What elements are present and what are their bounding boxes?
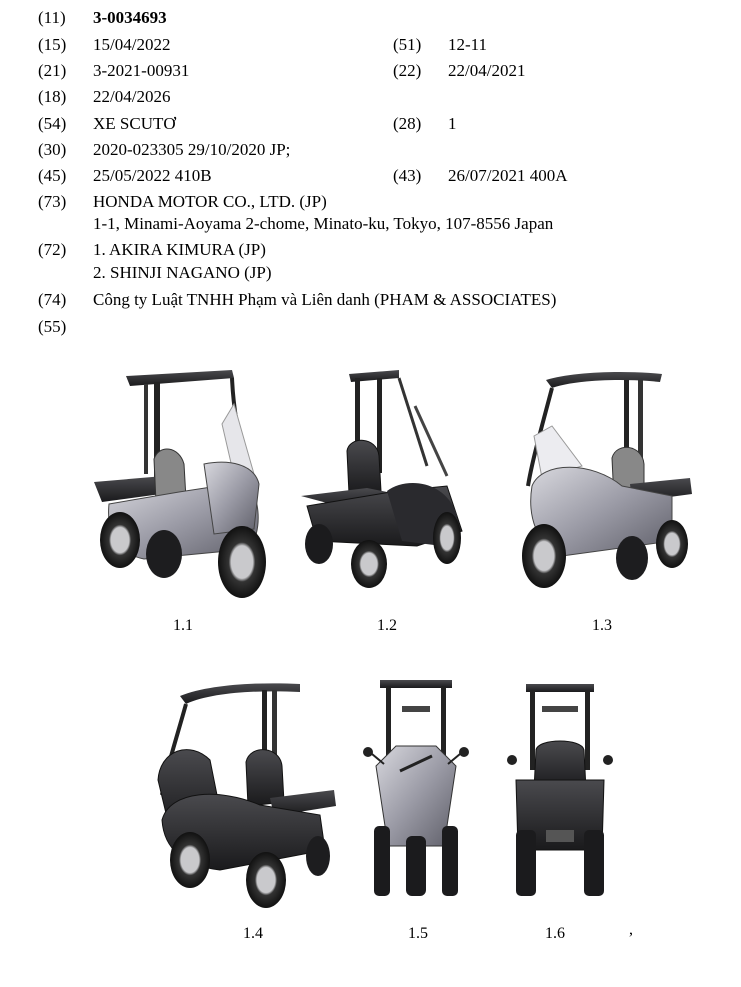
registration-number: 3-0034693 bbox=[93, 8, 167, 27]
figure-1-2-caption: 1.2 bbox=[377, 617, 397, 634]
filing-date: 22/04/2021 bbox=[448, 61, 526, 80]
field-code-74: (74) bbox=[38, 290, 67, 309]
field-code-55: (55) bbox=[38, 317, 67, 336]
field-code-45: (45) bbox=[38, 166, 67, 185]
field-code-73: (73) bbox=[38, 192, 67, 211]
figure-1-4-drawing bbox=[157, 683, 336, 908]
author-1: 1. AKIRA KIMURA (JP) bbox=[93, 240, 266, 259]
field-code-11: (11) bbox=[38, 8, 66, 27]
design-title: XE SCUTƠ bbox=[93, 114, 176, 133]
owner-name: HONDA MOTOR CO., LTD. (JP) bbox=[93, 192, 327, 211]
figure-1-3-drawing bbox=[522, 372, 692, 588]
grant-date: 15/04/2022 bbox=[93, 35, 171, 54]
figure-1-6-caption: 1.6 bbox=[545, 925, 565, 942]
field-code-72: (72) bbox=[38, 240, 67, 259]
figure-1-2-drawing bbox=[301, 370, 463, 588]
priority-data: 2020-023305 29/10/2020 JP; bbox=[93, 140, 291, 159]
field-code-51: (51) bbox=[393, 35, 422, 54]
trailing-comma: , bbox=[629, 921, 633, 938]
design-count: 1 bbox=[448, 114, 457, 133]
field-code-22: (22) bbox=[393, 61, 422, 80]
field-code-15: (15) bbox=[38, 35, 67, 54]
expiry-date: 22/04/2026 bbox=[93, 87, 171, 106]
author-2: 2. SHINJI NAGANO (JP) bbox=[93, 263, 272, 282]
prior-publication: 26/07/2021 400A bbox=[448, 166, 568, 185]
figure-1-1-drawing bbox=[94, 370, 266, 598]
ip-agent: Công ty Luật TNHH Phạm và Liên danh (PHA… bbox=[93, 290, 557, 309]
field-code-30: (30) bbox=[38, 140, 67, 159]
publication-date: 25/05/2022 410B bbox=[93, 166, 212, 185]
application-number: 3-2021-00931 bbox=[93, 61, 190, 80]
figure-1-4-caption: 1.4 bbox=[243, 925, 263, 942]
field-code-28: (28) bbox=[393, 114, 422, 133]
owner-address: 1-1, Minami-Aoyama 2-chome, Minato-ku, T… bbox=[93, 214, 554, 233]
figure-1-1-caption: 1.1 bbox=[173, 617, 193, 634]
locarno-class: 12-11 bbox=[448, 35, 488, 54]
figure-1-5-drawing bbox=[363, 680, 469, 896]
figure-1-3-caption: 1.3 bbox=[592, 617, 612, 634]
field-code-21: (21) bbox=[38, 61, 67, 80]
figure-1-6-drawing bbox=[507, 684, 613, 896]
field-code-54: (54) bbox=[38, 114, 67, 133]
field-code-18: (18) bbox=[38, 87, 67, 106]
field-code-43: (43) bbox=[393, 166, 422, 185]
figure-1-5-caption: 1.5 bbox=[408, 925, 428, 942]
